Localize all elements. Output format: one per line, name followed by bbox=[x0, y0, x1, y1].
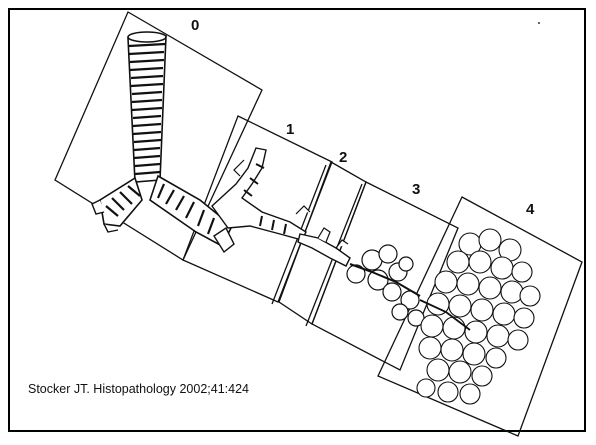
alveolar-ducts-zone-3 bbox=[347, 245, 424, 326]
trachea bbox=[128, 32, 166, 182]
zone-label-2: 2 bbox=[339, 149, 347, 166]
citation-text: Stocker JT. Histopathology 2002;41:424 bbox=[28, 382, 249, 396]
zone-label-3: 3 bbox=[412, 181, 420, 198]
zone-label-4: 4 bbox=[526, 201, 535, 218]
zone-label-0: 0 bbox=[191, 17, 199, 34]
bronchi-zone-1 bbox=[212, 148, 310, 252]
zone-label-1: 1 bbox=[286, 121, 294, 138]
alveolar-sacs-zone-4 bbox=[417, 229, 540, 404]
